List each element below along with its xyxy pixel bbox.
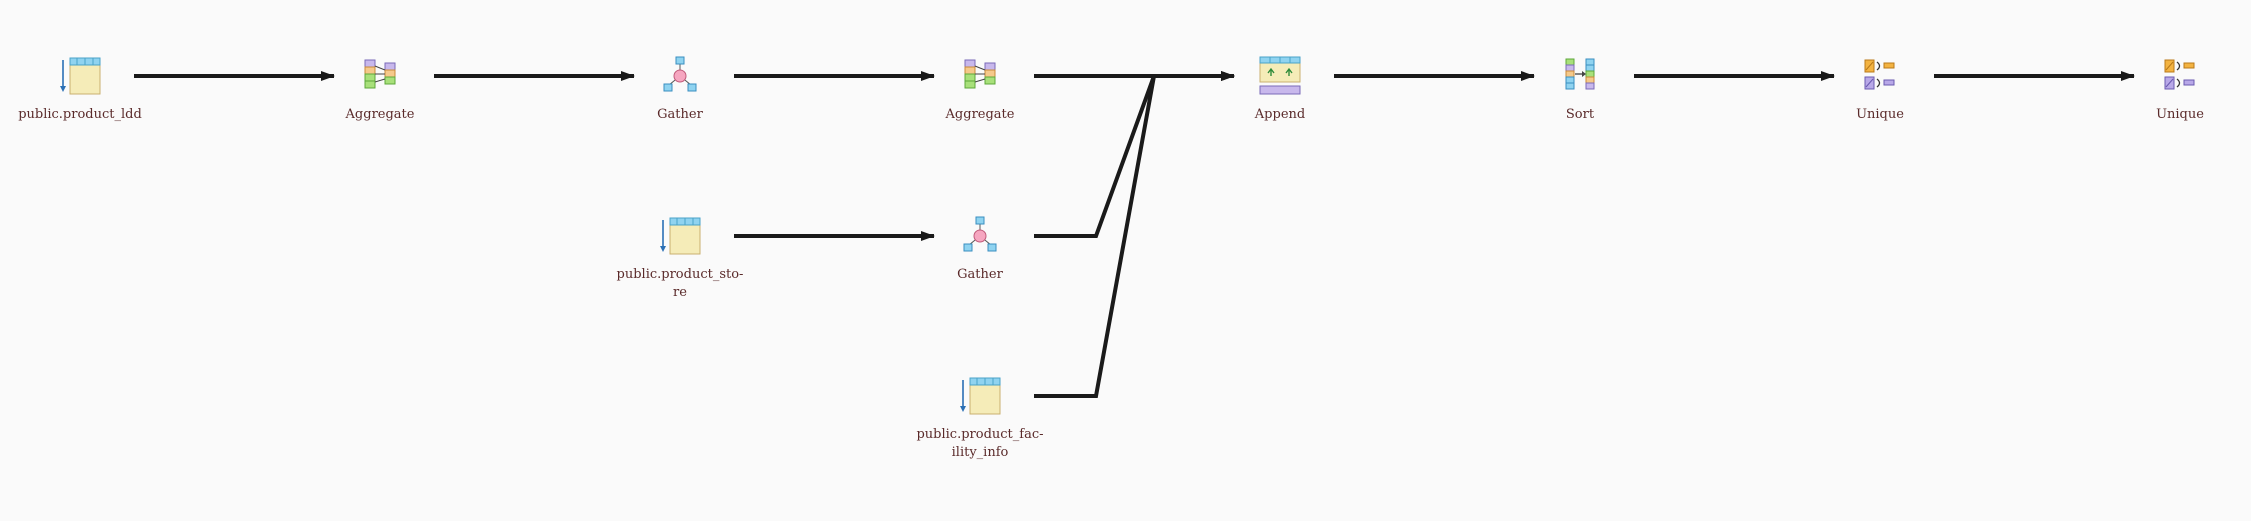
node-label: Gather xyxy=(957,267,1003,282)
plan-node-unique[interactable]: Unique xyxy=(2100,54,2251,124)
node-label: Aggregate xyxy=(345,107,415,122)
plan-node-sort[interactable]: Sort xyxy=(1500,54,1660,124)
node-label: Unique xyxy=(2156,107,2204,122)
plan-node-product-store[interactable]: public.product_sto- re xyxy=(600,214,760,302)
plan-node-product-facility-info[interactable]: public.product_fac- ility_info xyxy=(900,374,1060,462)
plan-node-product-ldd[interactable]: public.product_ldd xyxy=(0,54,160,124)
plan-node-gather[interactable]: Gather xyxy=(600,54,760,124)
node-label: public.product_ldd xyxy=(18,107,142,122)
node-label: Gather xyxy=(657,107,703,122)
table-scan-icon xyxy=(960,377,1001,415)
unique-icon xyxy=(1864,59,1895,90)
node-label: public.product_fac- ility_info xyxy=(916,427,1044,460)
node-label: Unique xyxy=(1856,107,1904,122)
table-scan-icon xyxy=(660,217,701,255)
plan-node-gather[interactable]: Gather xyxy=(900,214,1060,284)
node-label: public.product_sto- re xyxy=(616,267,744,300)
table-scan-icon xyxy=(60,57,101,95)
plan-node-aggregate[interactable]: Aggregate xyxy=(300,54,460,124)
gather-icon xyxy=(963,216,997,252)
unique-icon xyxy=(2164,59,2195,90)
sort-icon xyxy=(1565,58,1595,90)
plan-node-append[interactable]: Append xyxy=(1200,54,1360,124)
edge-n11-to-n5 xyxy=(1034,71,1235,398)
gather-icon xyxy=(663,56,697,92)
node-label: Aggregate xyxy=(945,107,1015,122)
node-label: Sort xyxy=(1565,107,1595,122)
aggregate-icon xyxy=(964,59,996,89)
aggregate-icon xyxy=(364,59,396,89)
append-icon xyxy=(1259,56,1301,95)
plan-node-aggregate[interactable]: Aggregate xyxy=(900,54,1060,124)
node-label: Append xyxy=(1254,107,1306,122)
plan-node-unique[interactable]: Unique xyxy=(1800,54,1960,124)
